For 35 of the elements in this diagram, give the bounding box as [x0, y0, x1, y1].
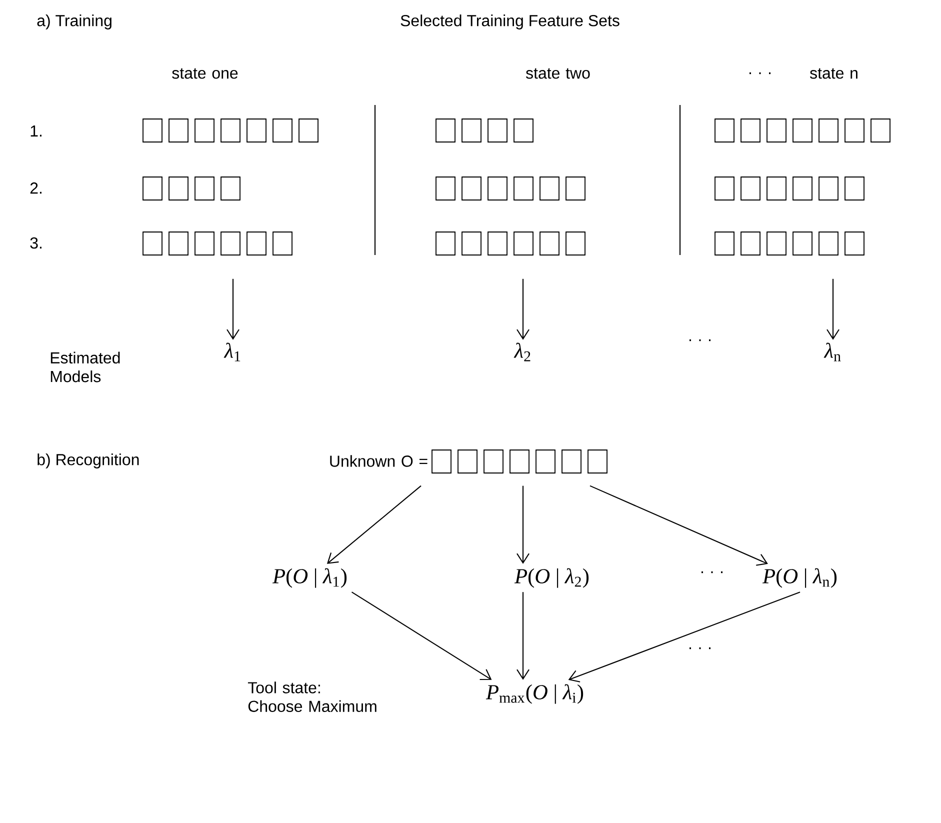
arrow [590, 485, 768, 566]
feature-set-column: state two [436, 68, 590, 256]
ellipsis: · · · [689, 647, 711, 650]
arrow [568, 592, 800, 682]
node-label: state one [172, 68, 238, 79]
arrow [516, 592, 530, 680]
model-symbol: λ$_{n}$ [824, 342, 841, 362]
arrow [326, 485, 422, 564]
result-term: P$_{max}$(O | λ$_{i}$) [486, 684, 584, 704]
feature-set-column: state one [142, 68, 318, 256]
probability-term: P(O | λ$_{2}$) [514, 568, 589, 588]
node-label: state two [526, 68, 590, 79]
model-symbol: λ$_{1}$ [224, 342, 240, 362]
row-number: 3. [30, 237, 42, 249]
axis-label: Estimated Models [50, 352, 120, 382]
row-number: 2. [30, 182, 42, 194]
arrow [351, 592, 492, 680]
arrow [516, 486, 530, 564]
title-text: Selected Training Feature Sets [400, 14, 620, 30]
section-label: a) Training [37, 14, 112, 30]
observation-sequence: Unknown O = [330, 450, 608, 474]
section-label: b) Recognition [38, 454, 139, 468]
arrow [516, 278, 530, 340]
model-symbol: λ$_{2}$ [514, 342, 530, 362]
probability-term: P(O | λ$_{1}$) [272, 568, 347, 588]
row-number: 1. [30, 126, 42, 136]
caption-text: Tool state: Choose Maximum [248, 682, 376, 712]
arrow [826, 278, 840, 340]
node-label: state n [810, 68, 858, 79]
ellipsis: · · · [749, 72, 771, 74]
probability-term: P(O | λ$_{n}$) [762, 568, 837, 588]
arrow [226, 278, 240, 340]
ellipsis: · · · [701, 571, 723, 574]
ellipsis: · · · [689, 339, 711, 342]
node-label: Unknown O = [330, 455, 428, 467]
